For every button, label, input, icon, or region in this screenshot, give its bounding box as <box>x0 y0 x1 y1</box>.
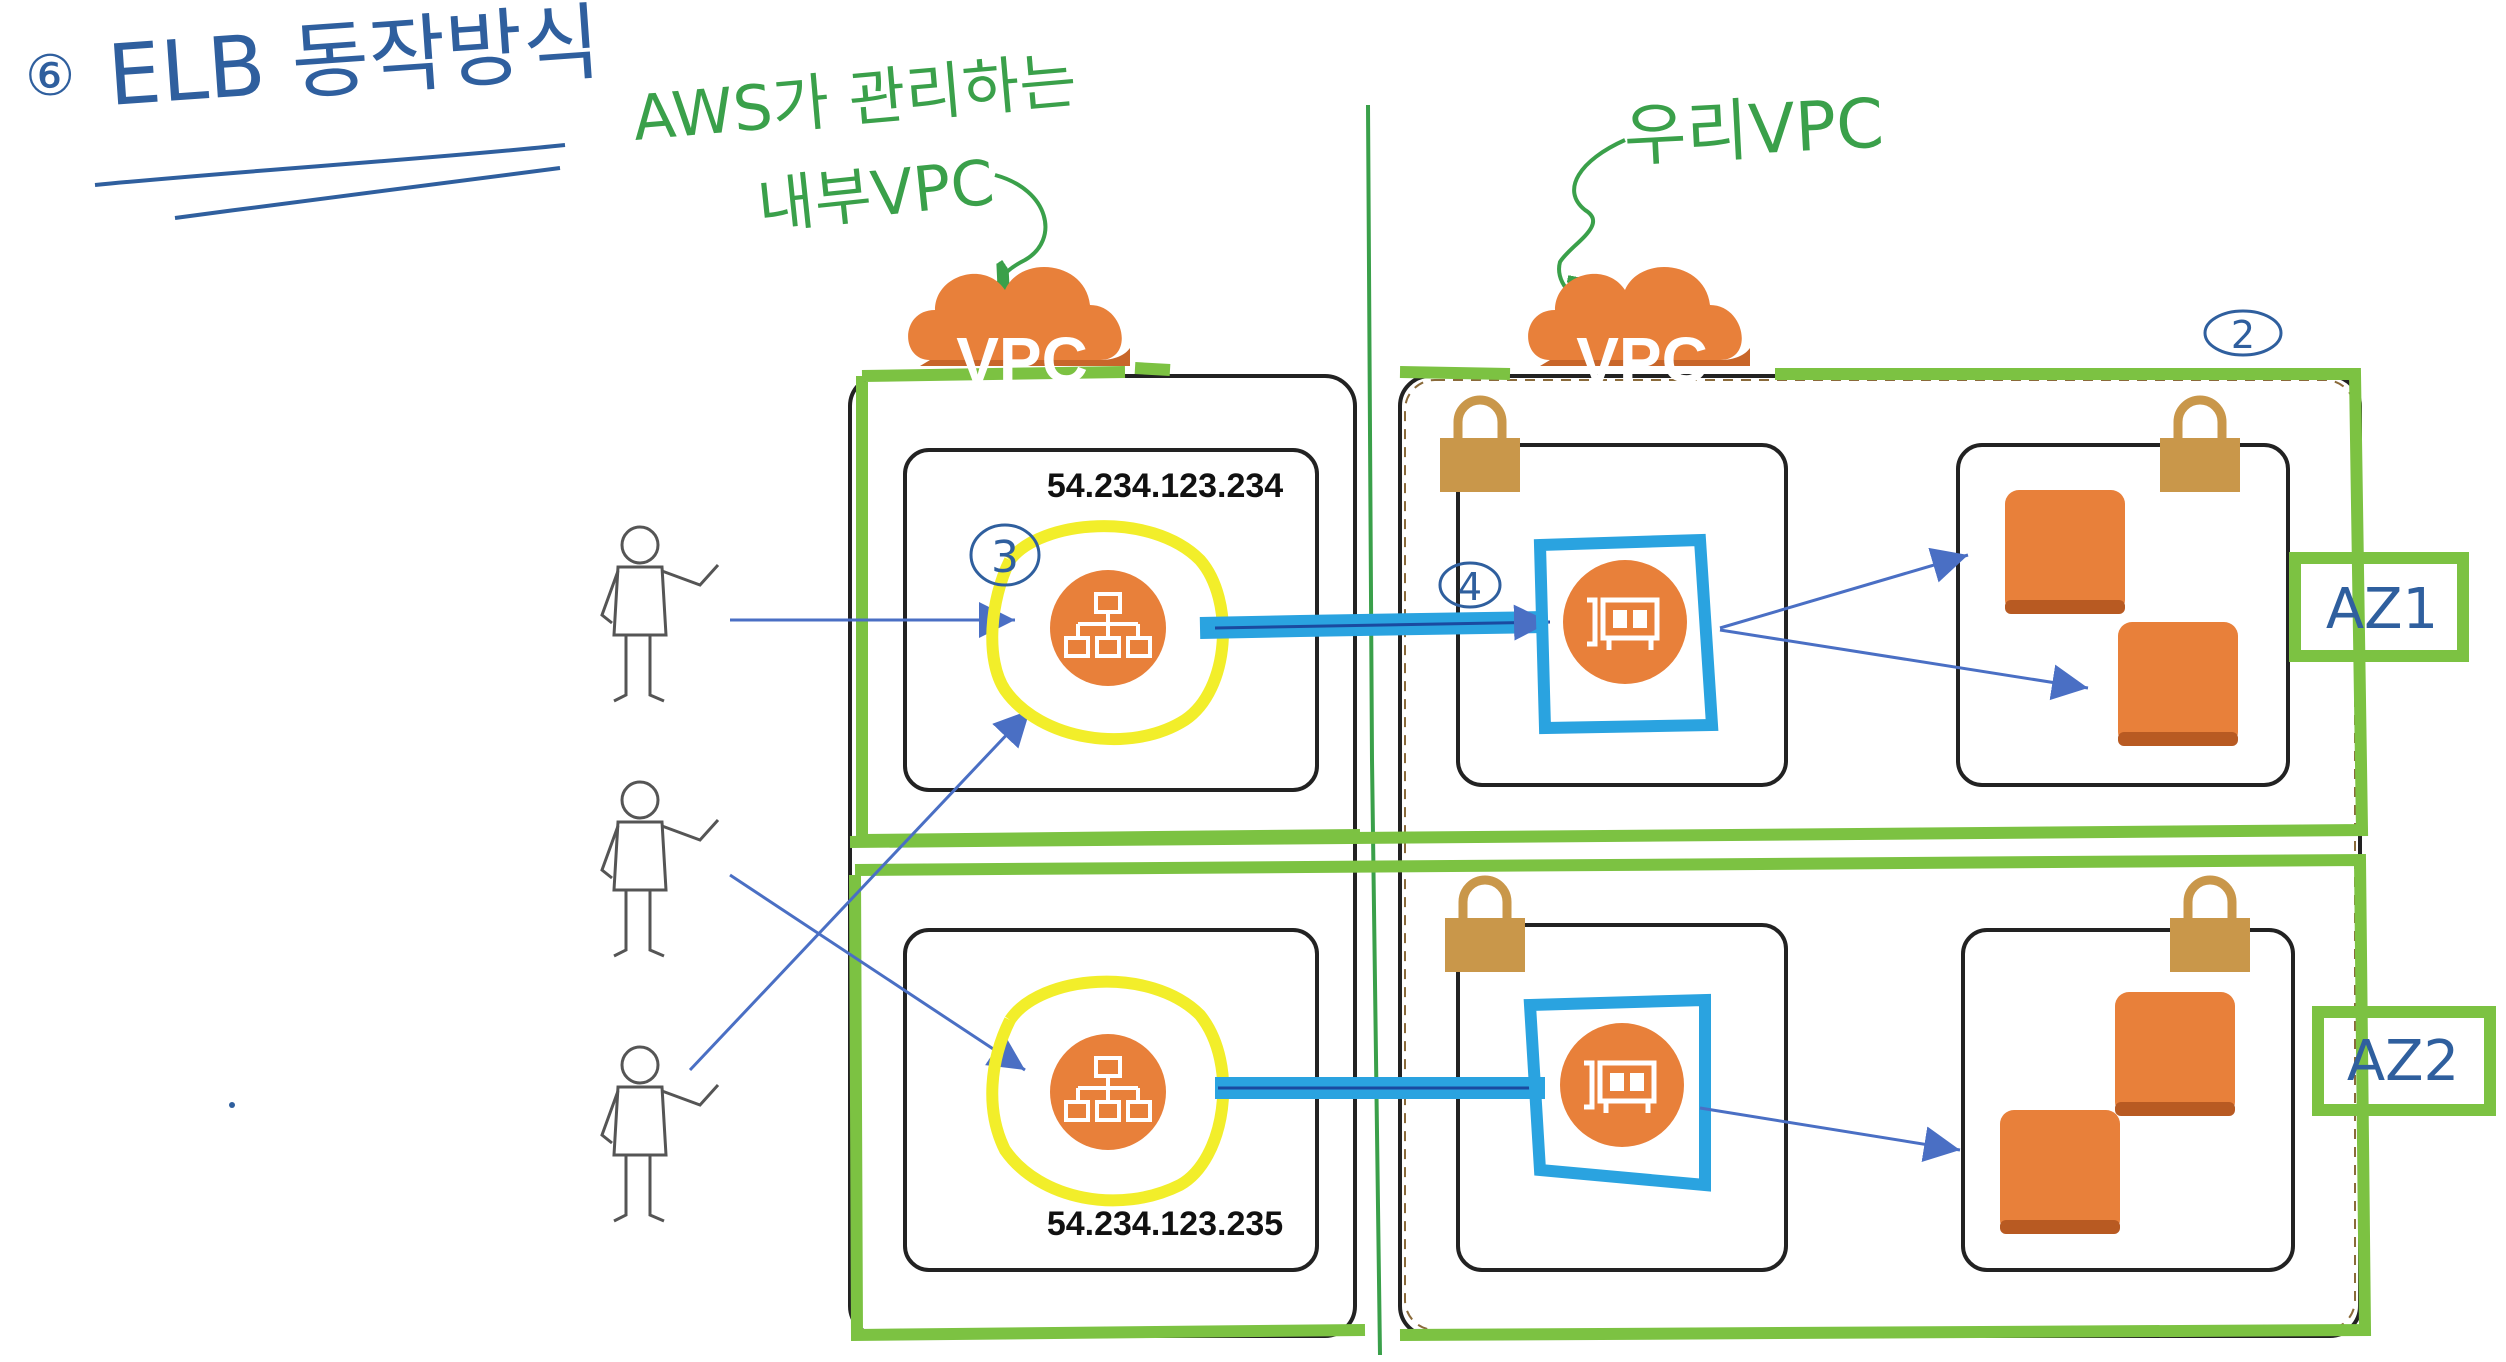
managed-note-line2: 내부VPC <box>754 146 998 243</box>
az1-label: AZ1 <box>2326 577 2438 642</box>
eni-az1-highlight <box>1533 533 1719 735</box>
elb-az1-ip: 54.234.123.234 <box>1047 467 1283 505</box>
our-subnet-instances-az2 <box>1961 928 2295 1272</box>
az1-highlight-band <box>849 366 2369 848</box>
vpc-divider-line <box>1366 104 1382 1356</box>
our-vpc-note: 우리VPC <box>1557 84 1886 305</box>
network-interface-icon <box>1560 1023 1684 1147</box>
elb-az1-highlight <box>986 520 1229 745</box>
az1-label-box: AZ1 <box>2289 552 2469 662</box>
az1-highlight-box <box>2289 552 2469 662</box>
user-2-icon <box>600 780 720 958</box>
network-interface-icon <box>1563 560 1687 684</box>
page-title: ELB 동작방식 <box>105 0 604 125</box>
az2-label: AZ2 <box>2347 1029 2459 1094</box>
our-vpc-cloud-icon: VPC <box>1528 267 1750 396</box>
az2-label-box: AZ2 <box>2312 1006 2496 1116</box>
managed-subnet-az2 <box>903 928 1319 1272</box>
ec2-instance-icon <box>2115 992 2235 1116</box>
az2-highlight-box <box>2312 1006 2496 1116</box>
our-subnet-instances-az1 <box>1956 443 2290 787</box>
eni-to-instance-arrow-3 <box>1699 1106 1961 1163</box>
lock-icon <box>2170 880 2250 972</box>
managed-vpc-note: AWS가 관리하는 내부VPC <box>630 43 1079 300</box>
user-3-arrow <box>688 708 1032 1072</box>
ec2-instance-icon <box>2118 622 2238 746</box>
step-4-label: 4 <box>1458 565 1482 609</box>
elb-to-eni-arrow-az1 <box>1214 604 1551 641</box>
managed-vpc-badge-label: VPC <box>956 324 1088 396</box>
stray-dot <box>229 1102 235 1108</box>
step-2-label: 2 <box>2231 313 2255 357</box>
step-3-label: 3 <box>991 532 1019 583</box>
az2-highlight-band <box>854 853 2372 1341</box>
ec2-instance-icon <box>2005 490 2125 614</box>
lock-icon <box>1440 400 1520 492</box>
eni-az2-highlight <box>1523 993 1711 1192</box>
title-group: ⑥ ELB 동작방식 <box>25 0 604 220</box>
managed-vpc-highlight-bottom <box>849 874 1366 1342</box>
managed-note-line1: AWS가 관리하는 <box>630 43 1079 154</box>
elb-az2-ip: 54.234.123.235 <box>1047 1205 1283 1243</box>
step-marker-3: 3 <box>969 523 1041 587</box>
title-underline-1 <box>94 143 566 187</box>
lock-icon <box>2160 400 2240 492</box>
user-3-icon <box>600 1045 720 1223</box>
managed-vpc-boundary <box>848 374 1357 1338</box>
managed-vpc-cloud-icon: VPC <box>908 267 1130 396</box>
title-bullet: ⑥ <box>25 44 75 109</box>
title-underline-2 <box>174 166 561 220</box>
lock-icon <box>1445 880 1525 972</box>
eni-to-instance-arrow-1 <box>1719 547 1969 630</box>
ec2-instance-icon <box>2000 1110 2120 1234</box>
user-1-icon <box>600 525 720 703</box>
user-2-arrow <box>729 873 1026 1072</box>
elb-icon <box>1048 568 1168 688</box>
managed-note-arrow <box>995 173 1048 300</box>
eni-to-instance-arrow-2 <box>1719 628 2089 701</box>
step-marker-2: 2 <box>2203 309 2283 357</box>
elb-az2-highlight <box>986 975 1230 1207</box>
elb-icon <box>1048 1032 1168 1152</box>
our-vpc-arrow <box>1557 138 1626 305</box>
our-vpc-badge-label: VPC <box>1576 324 1708 396</box>
step-marker-4: 4 <box>1438 561 1502 609</box>
our-vpc-label: 우리VPC <box>1622 84 1886 177</box>
